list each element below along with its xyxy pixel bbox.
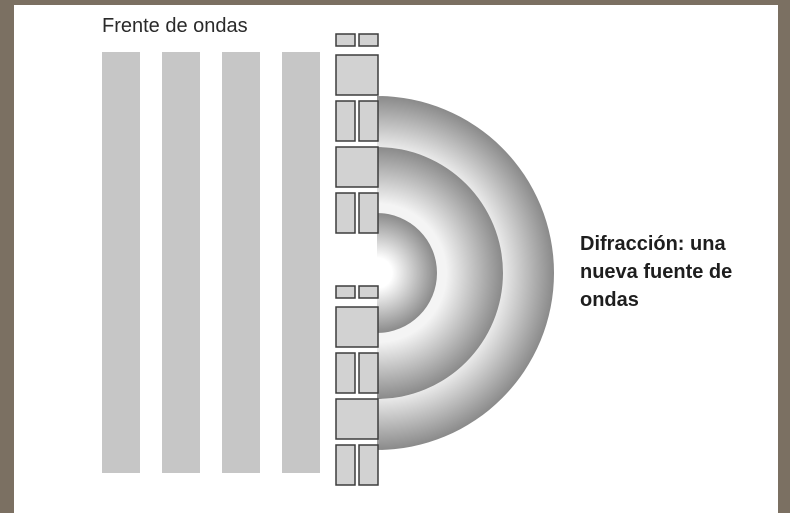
wavefront-bar-1	[102, 52, 140, 473]
diffracted-waves	[377, 96, 554, 450]
wall-lower	[335, 285, 379, 486]
wall-upper	[335, 33, 379, 234]
diffraction-label: Difracción: una nueva fuente de ondas	[580, 233, 733, 311]
wave-ring-outer	[377, 96, 554, 450]
wave-ring-middle	[377, 147, 503, 399]
diagram-canvas: Frente de ondas Difracción: una nueva fu…	[14, 5, 778, 513]
wavefront-bar-3	[222, 52, 260, 473]
diffraction-diagram	[102, 33, 554, 486]
wavefront-bar-4	[282, 52, 320, 473]
wavefront-label: Frente de ondas	[102, 15, 248, 37]
wavefront-bar-2	[162, 52, 200, 473]
wave-ring-inner	[377, 213, 437, 333]
wavefront-bars	[102, 52, 320, 473]
